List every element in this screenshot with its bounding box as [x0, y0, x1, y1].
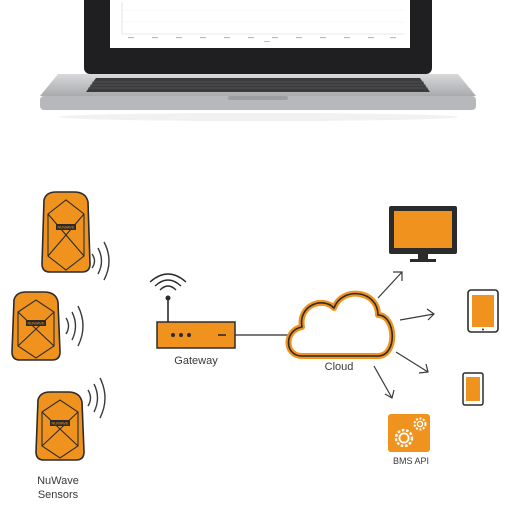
cloud-icon	[285, 290, 396, 359]
svg-text:NUWAVE: NUWAVE	[57, 225, 74, 230]
svg-text:NUWAVE: NUWAVE	[27, 321, 44, 326]
arrow-icon	[395, 351, 429, 374]
sensor-icon: NUWAVE	[41, 191, 91, 273]
wireless-signal-icon	[87, 377, 106, 419]
arrow-icon	[373, 365, 395, 399]
sensor-icon: NUWAVE	[35, 391, 85, 461]
sensors-label: NuWave Sensors	[37, 475, 79, 501]
svg-text:NUWAVE: NUWAVE	[51, 421, 68, 426]
gateway-label: Gateway	[174, 355, 218, 367]
laptop-icon	[40, 0, 476, 121]
sensor-icon: NUWAVE	[11, 291, 61, 361]
bms-api-label: BMS API	[392, 456, 429, 466]
wireless-signal-icon	[91, 241, 110, 281]
tablet-icon	[467, 289, 499, 333]
router-icon	[149, 273, 236, 349]
laptop-screen-chart	[110, 0, 410, 48]
cloud-label: Cloud	[324, 361, 354, 373]
wireless-signal-icon	[65, 305, 84, 347]
arrow-icon	[399, 308, 435, 321]
gears-icon	[388, 414, 430, 452]
arrow-icon	[377, 271, 403, 299]
phone-icon	[462, 372, 484, 406]
monitor-icon	[389, 206, 457, 262]
